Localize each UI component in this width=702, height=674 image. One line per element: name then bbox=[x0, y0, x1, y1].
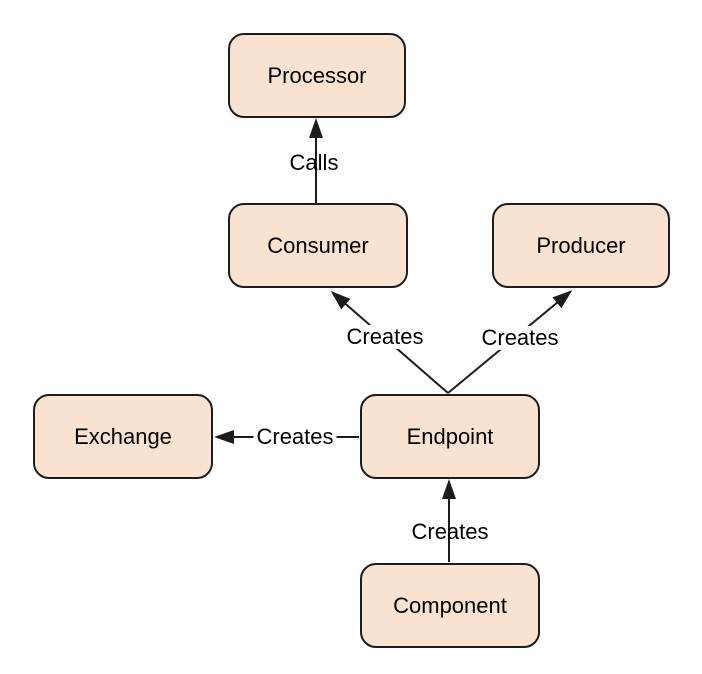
node-processor: Processor bbox=[228, 33, 406, 118]
edge-label-creates-consumer: Creates bbox=[343, 324, 427, 350]
edge-label-creates-exchange: Creates bbox=[253, 424, 337, 450]
node-producer: Producer bbox=[492, 203, 670, 288]
node-endpoint-label: Endpoint bbox=[406, 423, 494, 449]
node-exchange-label: Exchange bbox=[74, 423, 172, 449]
node-endpoint: Endpoint bbox=[360, 394, 540, 479]
node-consumer: Consumer bbox=[228, 203, 408, 288]
edge-label-creates-component: Creates bbox=[411, 518, 489, 544]
node-component: Component bbox=[360, 563, 540, 648]
node-exchange: Exchange bbox=[33, 394, 213, 479]
edge-label-calls: Calls bbox=[289, 149, 339, 175]
node-processor-label: Processor bbox=[267, 62, 367, 88]
node-producer-label: Producer bbox=[536, 232, 626, 258]
node-component-label: Component bbox=[393, 592, 507, 618]
edge-label-creates-producer: Creates bbox=[478, 325, 562, 351]
node-consumer-label: Consumer bbox=[267, 232, 369, 258]
